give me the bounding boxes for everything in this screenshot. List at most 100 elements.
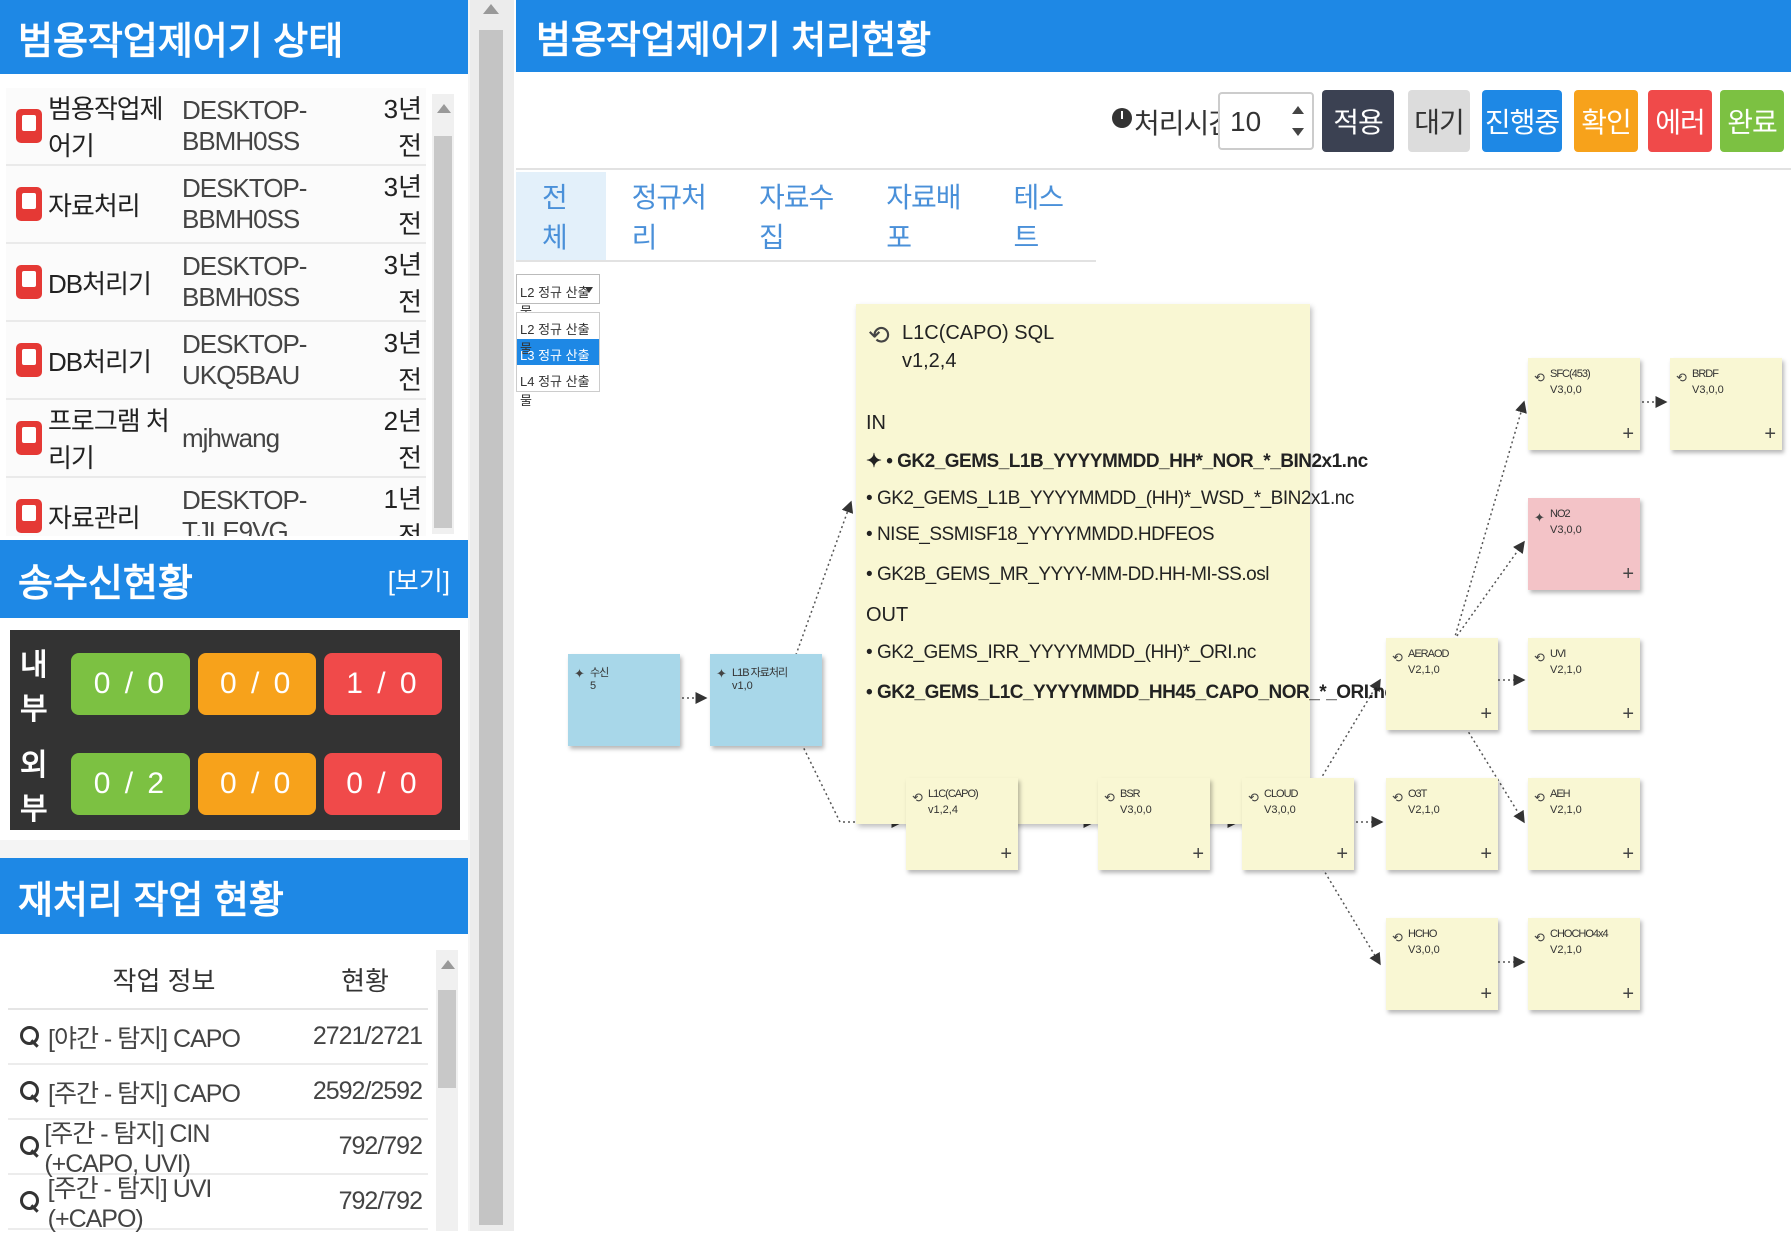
- tab-test[interactable]: 테스트: [1013, 182, 1065, 253]
- table-row[interactable]: [주간 - 탐지] UVI (+CAPO) 792/792: [8, 1175, 428, 1233]
- expand-icon[interactable]: +: [1622, 423, 1634, 445]
- node-detail-popup[interactable]: ⟲ L1C(CAPO) SQL v1,2,4 IN ✦ • GK2_GEMS_L…: [856, 304, 1395, 824]
- expand-icon[interactable]: +: [1480, 703, 1492, 725]
- refresh-icon: ⟲: [1248, 790, 1259, 805]
- spin-down-icon[interactable]: [1292, 128, 1304, 136]
- expand-icon[interactable]: +: [1000, 843, 1012, 865]
- tab-regular[interactable]: 정규처리: [631, 182, 707, 253]
- table-row[interactable]: [주간 - 탐지] CAPO 2592/2592: [8, 1065, 428, 1120]
- expand-icon[interactable]: +: [1336, 843, 1348, 865]
- filter-wait-button[interactable]: 대기: [1408, 90, 1470, 152]
- node-chocho[interactable]: ⟲ CHOCHO4x4 V2,1,0 +: [1528, 918, 1640, 1010]
- scroll-up-arrow-icon[interactable]: [437, 104, 451, 113]
- device-icon: [16, 265, 42, 299]
- node-aeraod[interactable]: ⟲ AERAOD V2,1,0 +: [1386, 638, 1498, 730]
- status-scrollbar[interactable]: [432, 94, 454, 534]
- node-sfc[interactable]: ⟲ SFC(453) V3,0,0 +: [1528, 358, 1640, 450]
- status-row[interactable]: DB처리기 DESKTOP-BBMH0SS 3년전: [6, 244, 426, 322]
- column-scrollbar[interactable]: [470, 0, 514, 1231]
- comm-badge-error[interactable]: 0 / 0: [323, 753, 442, 815]
- node-bsr[interactable]: ⟲ BSR V3,0,0 +: [1098, 778, 1210, 870]
- transmission-header: 송수신현황 [보기]: [0, 540, 468, 618]
- select-option[interactable]: L4 정규 산출물: [520, 374, 590, 408]
- detail-in-item: • GK2B_GEMS_MR_YYYY-MM-DD.HH-MI-SS.osl: [866, 564, 1269, 585]
- node-hcho[interactable]: ⟲ HCHO V3,0,0 +: [1386, 918, 1498, 1010]
- status-row[interactable]: 자료처리 DESKTOP-BBMH0SS 3년전: [6, 166, 426, 244]
- status-name: 프로그램 처리기: [48, 406, 170, 473]
- node-o3t[interactable]: ⟲ O3T V2,1,0 +: [1386, 778, 1498, 870]
- expand-icon[interactable]: +: [1622, 563, 1634, 585]
- filter-confirm-button[interactable]: 확인: [1574, 90, 1638, 152]
- left-column: 범용작업제어기 상태 범용작업제어기 DESKTOP-BBMH0SS 3년전 자…: [0, 0, 470, 1233]
- filter-done-button[interactable]: 완료: [1720, 90, 1784, 152]
- node-version: V3,0,0: [1264, 804, 1296, 816]
- refresh-icon: ⟲: [912, 790, 923, 805]
- filter-in-progress-button[interactable]: 진행중: [1482, 90, 1562, 152]
- expand-icon[interactable]: +: [1480, 843, 1492, 865]
- column-scroll-thumb[interactable]: [479, 30, 503, 1225]
- table-row[interactable]: [야간 - 탐지] CAPO 2721/2721: [8, 1010, 428, 1065]
- detail-out-label: OUT: [866, 604, 909, 626]
- select-option[interactable]: L2 정규 산출물: [520, 322, 590, 356]
- node-version: v1,0: [732, 680, 753, 692]
- status-row[interactable]: 자료관리 DESKTOP-TJLE9VG 1년전: [6, 478, 426, 536]
- node-uvi[interactable]: ⟲ UVI V2,1,0 +: [1528, 638, 1640, 730]
- reprocess-scrollbar[interactable]: [436, 950, 458, 1231]
- node-aeh[interactable]: ⟲ AEH V2,1,0 +: [1528, 778, 1640, 870]
- reprocess-scroll-thumb[interactable]: [438, 990, 456, 1088]
- status-scroll-thumb[interactable]: [434, 136, 452, 528]
- search-icon: [20, 1190, 42, 1213]
- expand-icon[interactable]: +: [1622, 843, 1634, 865]
- scroll-up-arrow-icon[interactable]: [483, 4, 499, 14]
- comm-label: 외부: [20, 749, 48, 826]
- expand-icon[interactable]: +: [1764, 423, 1776, 445]
- processing-time-spinner[interactable]: 10: [1218, 92, 1314, 150]
- tab-bar: 전체 정규처리 자료수집 자료배포 테스트: [516, 172, 1096, 262]
- edge-aeraod-aeh: [1465, 727, 1525, 824]
- refresh-icon: ⟲: [1534, 370, 1545, 385]
- comm-badge-pending[interactable]: 0 / 0: [197, 653, 316, 715]
- spin-up-icon[interactable]: [1292, 106, 1304, 114]
- node-no2[interactable]: ✦ NO2 V3,0,0 +: [1528, 498, 1640, 590]
- tab-collection[interactable]: 자료수집: [758, 182, 834, 253]
- node-title: BSR: [1120, 788, 1141, 800]
- refresh-icon: ⟲: [1676, 370, 1687, 385]
- node-cloud[interactable]: ⟲ CLOUD V3,0,0 +: [1242, 778, 1354, 870]
- scroll-up-arrow-icon[interactable]: [441, 960, 455, 969]
- expand-icon[interactable]: +: [1622, 983, 1634, 1005]
- view-link[interactable]: [보기]: [387, 565, 450, 596]
- node-recv[interactable]: ✦ 수신 5: [568, 654, 680, 746]
- expand-icon[interactable]: +: [1480, 983, 1492, 1005]
- comm-badge-pending[interactable]: 0 / 0: [197, 753, 316, 815]
- node-title: CLOUD: [1264, 788, 1299, 800]
- comm-row-internal: 내부 0 / 0 0 / 0 1 / 0: [20, 642, 450, 726]
- node-l1c[interactable]: ⟲ L1C(CAPO) v1,2,4 +: [906, 778, 1018, 870]
- refresh-icon: ⟲: [868, 320, 890, 350]
- status-row[interactable]: 프로그램 처리기 mjhwang 2년전: [6, 400, 426, 478]
- node-title: AERAOD: [1408, 648, 1449, 660]
- transmission-body: 내부 0 / 0 0 / 0 1 / 0 외부 0 / 2 0 / 0 0 / …: [10, 630, 460, 830]
- filter-error-button[interactable]: 에러: [1648, 90, 1712, 152]
- comm-badge-error[interactable]: 1 / 0: [323, 653, 442, 715]
- select-option-selected[interactable]: L3 정규 산출물: [517, 339, 599, 382]
- expand-icon[interactable]: +: [1192, 843, 1204, 865]
- product-select-options: L2 정규 산출물 L3 정규 산출물 L4 정규 산출물: [516, 312, 600, 408]
- tab-distribution[interactable]: 자료배포: [886, 182, 961, 253]
- device-icon: [16, 109, 42, 143]
- comm-badge-success[interactable]: 0 / 0: [71, 653, 190, 715]
- status-row[interactable]: 범용작업제어기 DESKTOP-BBMH0SS 3년전: [6, 88, 426, 166]
- comm-badge-success[interactable]: 0 / 2: [71, 753, 190, 815]
- table-row[interactable]: [주간 - 탐지] CIN (+CAPO, UVI) 792/792: [8, 1120, 428, 1178]
- product-select[interactable]: L2 정규 산출물: [516, 274, 600, 319]
- status-age: 1년전: [383, 484, 422, 536]
- status-name: 자료관리: [48, 502, 141, 533]
- node-l1b[interactable]: ✦ L1B 자료처리 v1,0: [710, 654, 822, 746]
- tab-all[interactable]: 전체: [516, 172, 606, 260]
- job-status: 2721/2721: [312, 1022, 423, 1050]
- reprocess-panel: 재처리 작업 현황 작업 정보 현황 [야간 - 탐지] CAPO 2721/2…: [0, 858, 468, 1233]
- apply-button[interactable]: 적용: [1322, 90, 1394, 152]
- node-version: V2,1,0: [1550, 944, 1582, 956]
- status-row[interactable]: DB처리기 DESKTOP-UKQ5BAU 3년전: [6, 322, 426, 400]
- expand-icon[interactable]: +: [1622, 703, 1634, 725]
- node-brdf[interactable]: ⟲ BRDF V3,0,0 +: [1670, 358, 1782, 450]
